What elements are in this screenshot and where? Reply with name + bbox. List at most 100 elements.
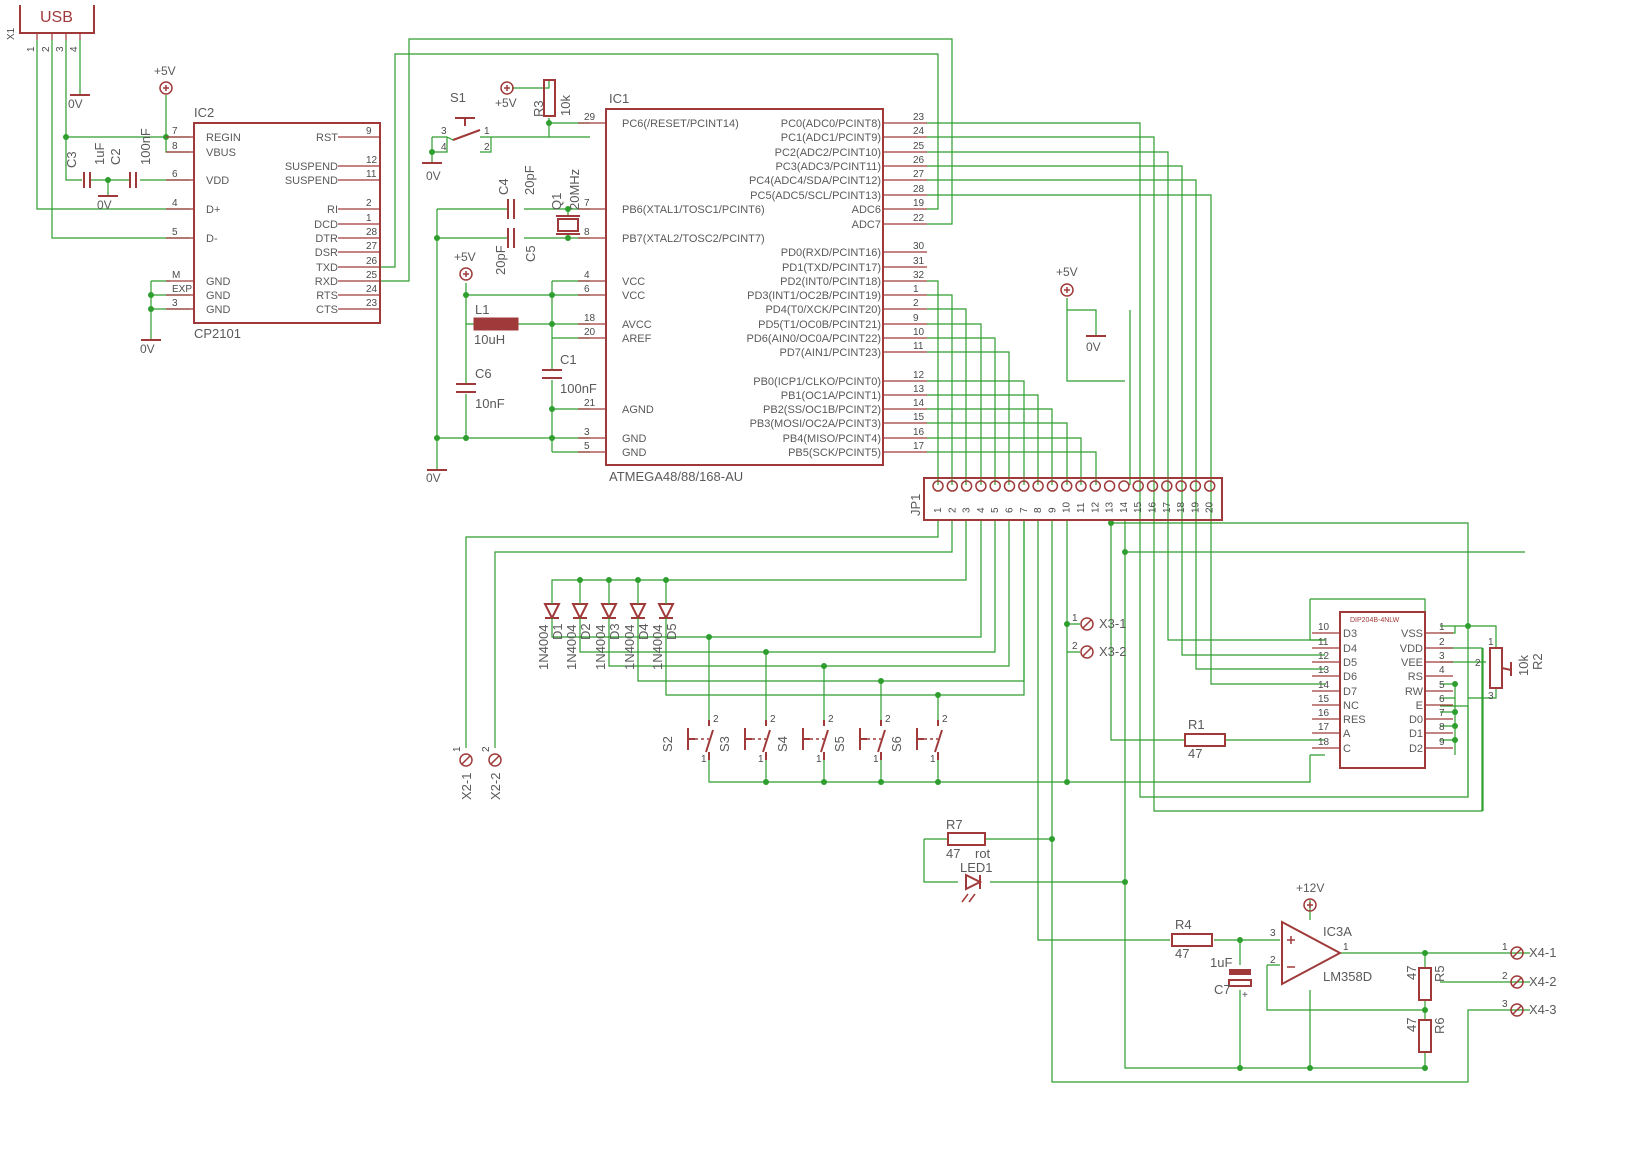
jp1-pin	[1203, 480, 1216, 492]
switch-pin: 2	[828, 714, 834, 725]
lcd-right-pin-number: 2	[1439, 637, 1445, 648]
ic1-left-pin-name: AVCC	[622, 319, 652, 331]
svg-text:10uH: 10uH	[474, 332, 505, 347]
switch-symbol	[744, 720, 771, 760]
crystal-caps: C4 20pF 20pF C5 Q1 20MHz	[493, 165, 582, 275]
ic2-cp2101: IC2 CP2101 7REGIN8VBUS6VDD4D+5D-MGNDEXPG…	[166, 105, 381, 341]
svg-text:R1: R1	[1188, 717, 1205, 732]
ic2-right-pin-number: 28	[366, 227, 378, 238]
jp1-pin	[1175, 480, 1187, 492]
svg-text:47: 47	[1188, 746, 1202, 761]
ic2-left-pin-name: GND	[206, 290, 231, 302]
svg-text:R2: R2	[1530, 653, 1545, 670]
jp1-pin-number: 15	[1133, 501, 1144, 513]
ic1-right-pin-name: ADC6	[852, 204, 881, 216]
ic1-right-pin-number: 22	[913, 213, 925, 224]
ic1-left-pin-number: 6	[584, 284, 590, 295]
ic1-right-pin-number: 23	[913, 112, 925, 123]
jp1-pin-number: 17	[1162, 501, 1173, 513]
jp1-pin	[1060, 480, 1073, 492]
ic1-right-pin-number: 28	[913, 184, 925, 195]
svg-text:C2: C2	[108, 148, 123, 165]
lcd-right-pin-number: 4	[1439, 665, 1445, 676]
lcd-right-pin-number: 5	[1439, 680, 1445, 691]
ic2-left-pin-number: 5	[172, 227, 178, 238]
svg-text:2: 2	[481, 746, 492, 752]
svg-text:1: 1	[484, 126, 490, 137]
ic1-right-pin-number: 32	[913, 270, 925, 281]
cap-c3-c2: C3 1uF C2 100nF	[64, 128, 153, 188]
ic2-right-pin-number: 1	[366, 213, 372, 224]
svg-text:1: 1	[452, 746, 463, 752]
switch-ref: S3	[717, 736, 732, 752]
ic2-left-pin-number: EXP	[172, 284, 192, 295]
diode-ref: D1	[550, 623, 565, 640]
lcd-right-pin-name: RS	[1408, 671, 1423, 683]
ic1-right-pin-number: 12	[913, 370, 925, 381]
ic1-atmega: IC1 ATMEGA48/88/168-AU 29PC6(/RESET/PCIN…	[578, 91, 927, 484]
ic1-right-pin-number: 17	[913, 441, 925, 452]
jp1-pin-number: 4	[976, 507, 987, 513]
ic2-left-pin-name: D+	[206, 204, 220, 216]
ic1-part: ATMEGA48/88/168-AU	[609, 469, 743, 484]
svg-text:X2-1: X2-1	[459, 773, 474, 800]
switch-ref: S2	[660, 736, 675, 752]
ic2-left-pin-number: 8	[172, 141, 178, 152]
ic1-right-pin-number: 13	[913, 384, 925, 395]
svg-text:+5V: +5V	[495, 96, 517, 110]
lcd-left-pin-number: 12	[1318, 651, 1330, 662]
switch-pin: 2	[942, 714, 948, 725]
jp1-pin-number: 2	[947, 507, 958, 513]
svg-text:C6: C6	[475, 366, 492, 381]
switch-symbol	[802, 720, 829, 760]
svg-text:3: 3	[1270, 928, 1276, 939]
jp1-pin	[1075, 480, 1087, 492]
ic2-right-pin-name: TXD	[316, 262, 338, 274]
usb-pin-1: 1	[26, 46, 37, 52]
ic2-right-pin-name: DTR	[315, 233, 338, 245]
usb-pin-3: 3	[55, 46, 66, 52]
lcd-right-pin-name: D2	[1409, 743, 1423, 755]
ic2-left-pin-name: GND	[206, 304, 231, 316]
ic1-right-pin-name: PB2(SS/OC1B/PCINT2)	[763, 404, 881, 416]
ic1-right-pin-name: PB4(MISO/PCINT4)	[783, 433, 881, 445]
ic2-right-pin-number: 12	[366, 155, 378, 166]
jp1-pin-number: 6	[1005, 507, 1016, 513]
switch-ref: S4	[775, 736, 790, 752]
jp1-pin	[960, 480, 973, 492]
ic1-right-pin-name: PC4(ADC4/SDA/PCINT12)	[749, 175, 881, 187]
ic1-right-pin-name: ADC7	[852, 219, 881, 231]
ic2-right-pin-name: SUSPEND	[285, 161, 338, 173]
diode-ref: D4	[636, 623, 651, 640]
connector-x4: 123 X4-1 X4-2 X4-3	[1502, 942, 1556, 1017]
svg-text:0V: 0V	[426, 471, 441, 485]
ic2-right-pin-number: 27	[366, 241, 378, 252]
svg-text:2: 2	[1475, 658, 1481, 669]
jp1-pin	[1089, 480, 1102, 492]
ic2-left-pin-name: VDD	[206, 175, 229, 187]
svg-text:L1: L1	[475, 302, 489, 317]
lcd-left-pin-name: D6	[1343, 671, 1357, 683]
usb-connector: USB X1 1 2 3 4	[6, 5, 95, 52]
switch-pin: 1	[758, 754, 764, 765]
resistor-r1: R1 47	[1184, 717, 1226, 761]
lcd-left-pin-name: C	[1343, 743, 1351, 755]
diode-symbol	[657, 603, 675, 621]
ic1-right-pin-number: 25	[913, 141, 925, 152]
svg-text:rot: rot	[975, 846, 991, 861]
ic1-right-pin-name: PD0(RXD/PCINT16)	[781, 247, 881, 259]
ic1-right-pin-number: 14	[913, 398, 925, 409]
ic1-left-pin-name: PB7(XTAL2/TOSC2/PCINT7)	[622, 233, 765, 245]
ic1-left-pin-name: PC6(/RESET/PCINT14)	[622, 118, 739, 130]
jp1-pin-number: 11	[1076, 502, 1087, 513]
lcd-right-pin-number: 3	[1439, 651, 1445, 662]
ic2-left-pin-name: VBUS	[206, 147, 236, 159]
ic1-right-pin-name: PC1(ADC1/PCINT9)	[781, 132, 881, 144]
ic2-right-pin-number: 25	[366, 270, 378, 281]
svg-text:X4-3: X4-3	[1529, 1002, 1556, 1017]
jp1-pin	[989, 480, 1001, 492]
svg-text:C5: C5	[523, 245, 538, 262]
r4-c7: R4 47 1uF C7 +	[1171, 917, 1252, 1001]
